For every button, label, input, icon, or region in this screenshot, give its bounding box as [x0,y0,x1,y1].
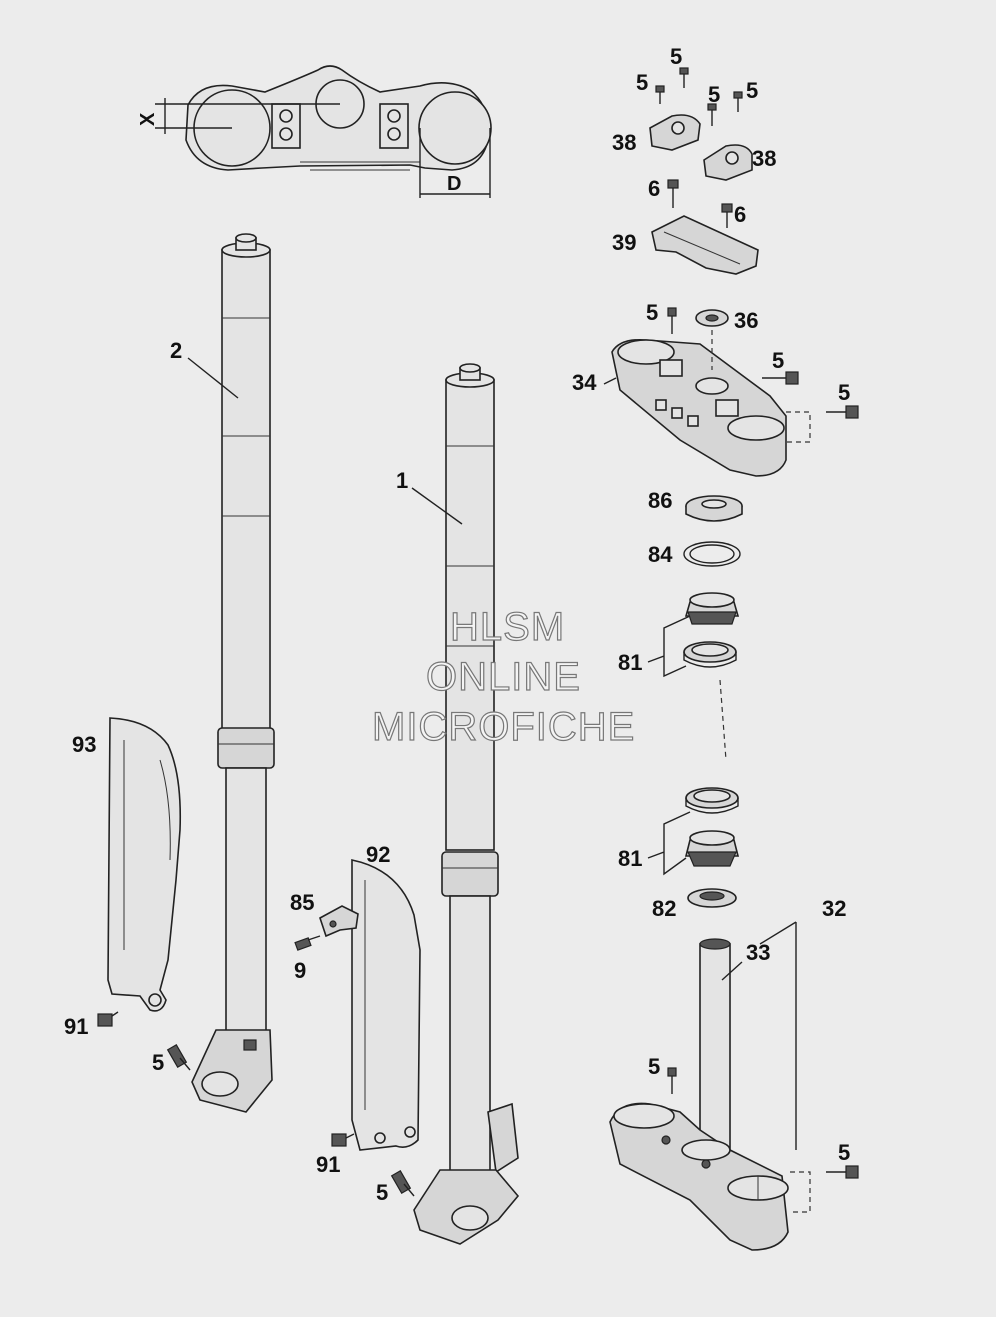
label-36: 36 [734,308,758,333]
lower-triple-clamp-32 [609,938,859,1251]
label-2: 2 [170,338,182,363]
screw-5-top-34 [667,307,677,334]
oring-84 [683,541,741,567]
watermark-line3: MICROFICHE [372,705,635,749]
label-85: 85 [290,890,314,915]
watermark-line2: ONLINE [426,655,581,699]
upper-triple-clamp-34 [611,307,859,477]
race-81-upper [683,641,737,668]
label-5: 5 [152,1050,164,1075]
label-34: 34 [572,370,597,395]
bearing-81-lower [684,830,740,867]
clamp-screws [655,67,743,126]
label-38: 38 [612,130,636,155]
screw-5-fork1 [390,1170,415,1197]
clamp-39 [651,215,759,275]
watermark: HLSM ONLINE MICROFICHE [371,604,635,749]
clip-85 [319,905,359,938]
label-81: 81 [618,650,642,675]
clamp-38-right [703,144,753,181]
screw-5-right-34 [786,405,859,443]
label-91: 91 [64,1014,88,1039]
label-39: 39 [612,230,636,255]
small-screws [97,935,415,1197]
label-5: 5 [838,380,850,405]
label-5: 5 [376,1180,388,1205]
label-5: 5 [646,300,658,325]
watermark-line1: HLSM [450,605,565,649]
screw-5-lower-right [790,1165,859,1213]
label-6: 6 [734,202,746,227]
label-92: 92 [366,842,390,867]
label-6: 6 [648,176,660,201]
label-86: 86 [648,488,672,513]
screw-9 [294,935,321,951]
label-5: 5 [648,1054,660,1079]
bearing-81-upper [684,592,740,625]
triple-clamp-dimension-view: X D [137,65,492,198]
screw-5-fork2 [166,1044,191,1071]
label-5: 5 [670,44,682,69]
screw-5-side-34 [762,371,799,385]
label-82: 82 [652,896,676,921]
screw-6-left [667,179,679,208]
screw-5-lower-left [667,1067,677,1094]
label-93: 93 [72,732,96,757]
seal-82 [687,888,737,908]
label-91: 91 [316,1152,340,1177]
dimension-d-label: D [447,173,461,195]
label-38: 38 [752,146,776,171]
part-labels: 5 5 5 5 38 38 6 6 39 5 36 5 34 5 86 84 8… [64,44,850,1205]
clamp-38-left [649,114,701,151]
label-5: 5 [636,70,648,95]
label-32: 32 [822,896,846,921]
fork-leg-2 [191,233,275,1113]
race-81-lower [685,787,739,814]
fork-leg-1 [413,363,520,1245]
label-1: 1 [396,468,408,493]
label-5: 5 [746,78,758,103]
leader-lines [187,357,797,1150]
screw-6-right [721,203,733,228]
screw-91-center [331,1133,355,1147]
handlebar-clamps [649,67,759,275]
bearing-stack [683,495,743,908]
label-5: 5 [772,348,784,373]
nut-36 [695,309,729,370]
label-84: 84 [648,542,673,567]
fork-guard-92 [351,859,421,1151]
seal-86 [685,495,743,522]
fork-guard-93 [107,717,182,1012]
screw-91-left [97,1011,119,1027]
label-33: 33 [746,940,770,965]
label-5: 5 [708,82,720,107]
label-5: 5 [838,1140,850,1165]
dimension-x-label: X [137,112,159,126]
label-9: 9 [294,958,306,983]
label-81: 81 [618,846,642,871]
